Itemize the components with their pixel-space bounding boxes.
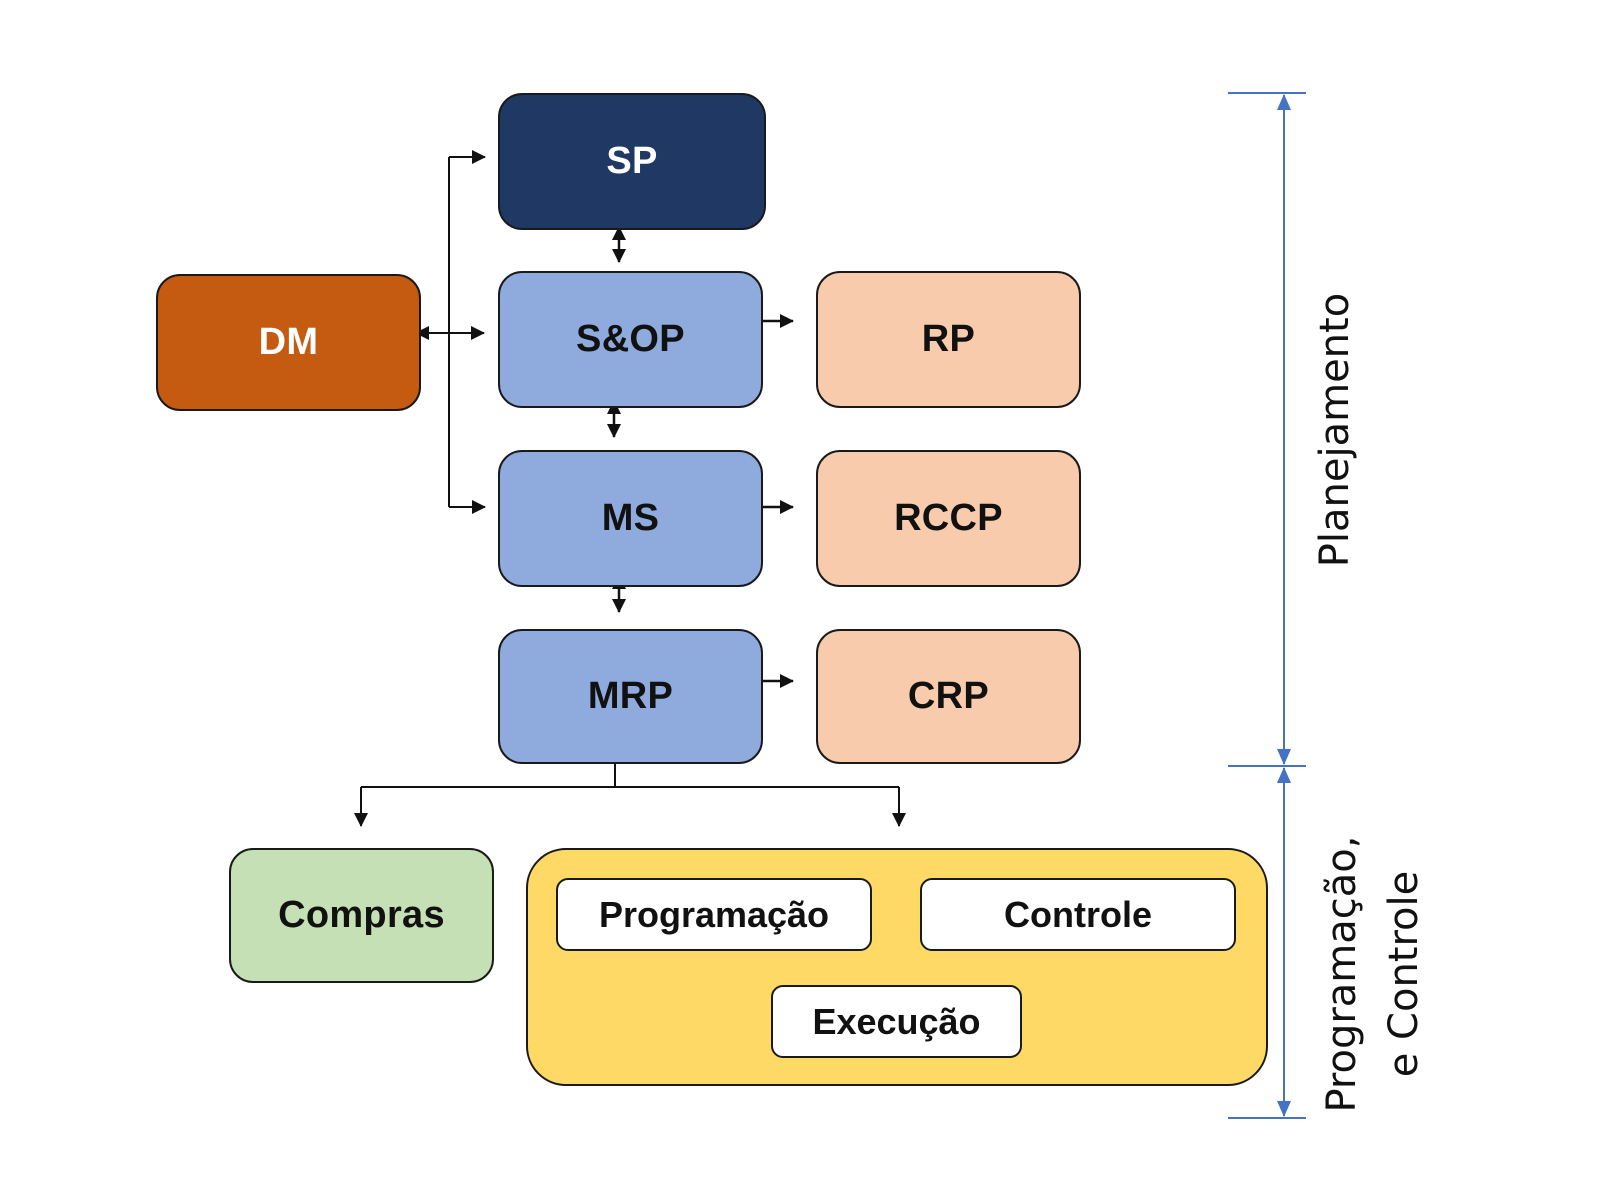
programacao-controle-line1: Programação, (1319, 835, 1365, 1113)
node-ms-label: MS (601, 497, 660, 539)
node-programacao: Programação (556, 878, 872, 951)
node-rp: RP (816, 271, 1081, 408)
node-rccp-label: RCCP (894, 497, 1003, 539)
programacao-controle-line2: e Controle (1381, 870, 1427, 1078)
node-mrp: MRP (498, 629, 763, 764)
dimension-lines (1228, 92, 1306, 1119)
node-mrp-label: MRP (587, 675, 674, 717)
node-sop-label: S&OP (576, 318, 685, 360)
mrp-feedback-connectors (354, 748, 906, 827)
node-sop: S&OP (498, 271, 763, 408)
node-rp-label: RP (921, 318, 976, 360)
node-programacao-label: Programação (598, 893, 830, 935)
node-controle-label: Controle (1004, 893, 1152, 935)
node-dm: DM (156, 274, 421, 411)
node-dm-label: DM (258, 321, 319, 363)
node-rccp: RCCP (816, 450, 1081, 587)
node-sp: SP (498, 93, 766, 230)
node-ms: MS (498, 450, 763, 587)
node-crp: CRP (816, 629, 1081, 764)
side-label-programacao-controle: Programação, e Controle (1311, 824, 1439, 1124)
planejamento-text: Planejamento (1312, 292, 1358, 568)
node-controle: Controle (920, 878, 1236, 951)
node-compras-label: Compras (278, 894, 445, 936)
node-sp-label: SP (606, 140, 658, 182)
node-compras: Compras (229, 848, 494, 983)
node-execucao: Execução (771, 985, 1022, 1058)
node-execucao-label: Execução (812, 1000, 981, 1042)
side-label-planejamento: Planejamento (1303, 280, 1367, 580)
dm-branch-connector (415, 150, 486, 514)
node-crp-label: CRP (907, 675, 990, 717)
